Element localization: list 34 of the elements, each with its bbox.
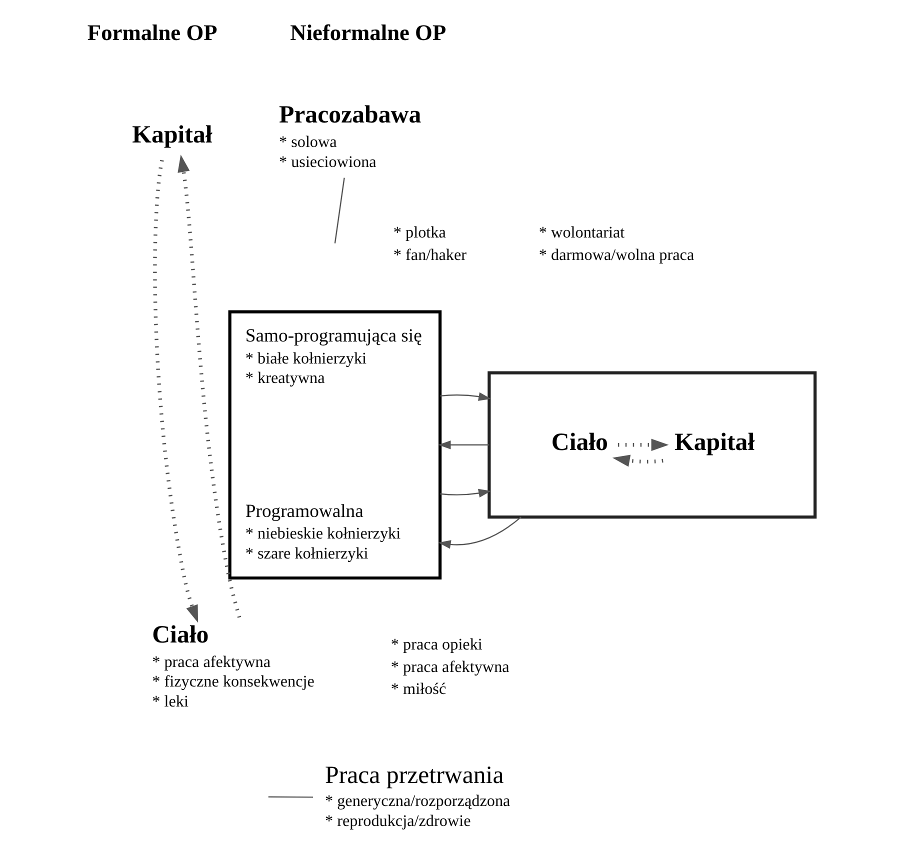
node-text: Kapitał (132, 122, 212, 149)
arrow (178, 154, 242, 618)
arrow (438, 516, 522, 549)
label: * wolontariat (538, 224, 625, 242)
arrow (440, 392, 492, 401)
connector (334, 178, 345, 244)
node-label: * usieciowiona (278, 154, 376, 171)
arrow (440, 488, 492, 498)
node-label: * fizyczne konsekwencje (152, 674, 314, 691)
arrow (618, 438, 669, 452)
node-label: * generyczna/rozporządzona (324, 793, 510, 810)
cluster (488, 371, 817, 519)
node-text: Praca przetrwania (324, 762, 504, 790)
node-label: * leki (152, 694, 188, 711)
label: * praca opieki (390, 636, 482, 654)
node-text: Ciało (152, 622, 209, 649)
label: * plotka (393, 224, 446, 242)
label: * darmowa/wolna praca (538, 247, 694, 264)
arrow (153, 160, 198, 623)
node-box: Samo-programująca się * białe kołnierzyki * kreatywna Programowalna * niebieskie kołnierzyki * szare kołnierzyki (228, 310, 442, 580)
label: Formalne OP (87, 20, 218, 45)
node-text: Pracozabawa (278, 102, 422, 129)
node-label: * reprodukcja/zdrowie (324, 813, 471, 830)
connector (268, 796, 314, 798)
node-text: Kapitał (674, 428, 755, 456)
node-label: * solowa (278, 134, 337, 151)
label: * praca afektywna (390, 658, 510, 676)
label: * miłość (390, 681, 446, 698)
node-label: * praca afektywna (152, 654, 271, 671)
arrow (612, 454, 664, 467)
arrow (438, 440, 490, 450)
node-text: Ciało (551, 428, 608, 456)
label: * fan/haker (393, 247, 467, 264)
label: Nieformalne OP (290, 20, 446, 45)
